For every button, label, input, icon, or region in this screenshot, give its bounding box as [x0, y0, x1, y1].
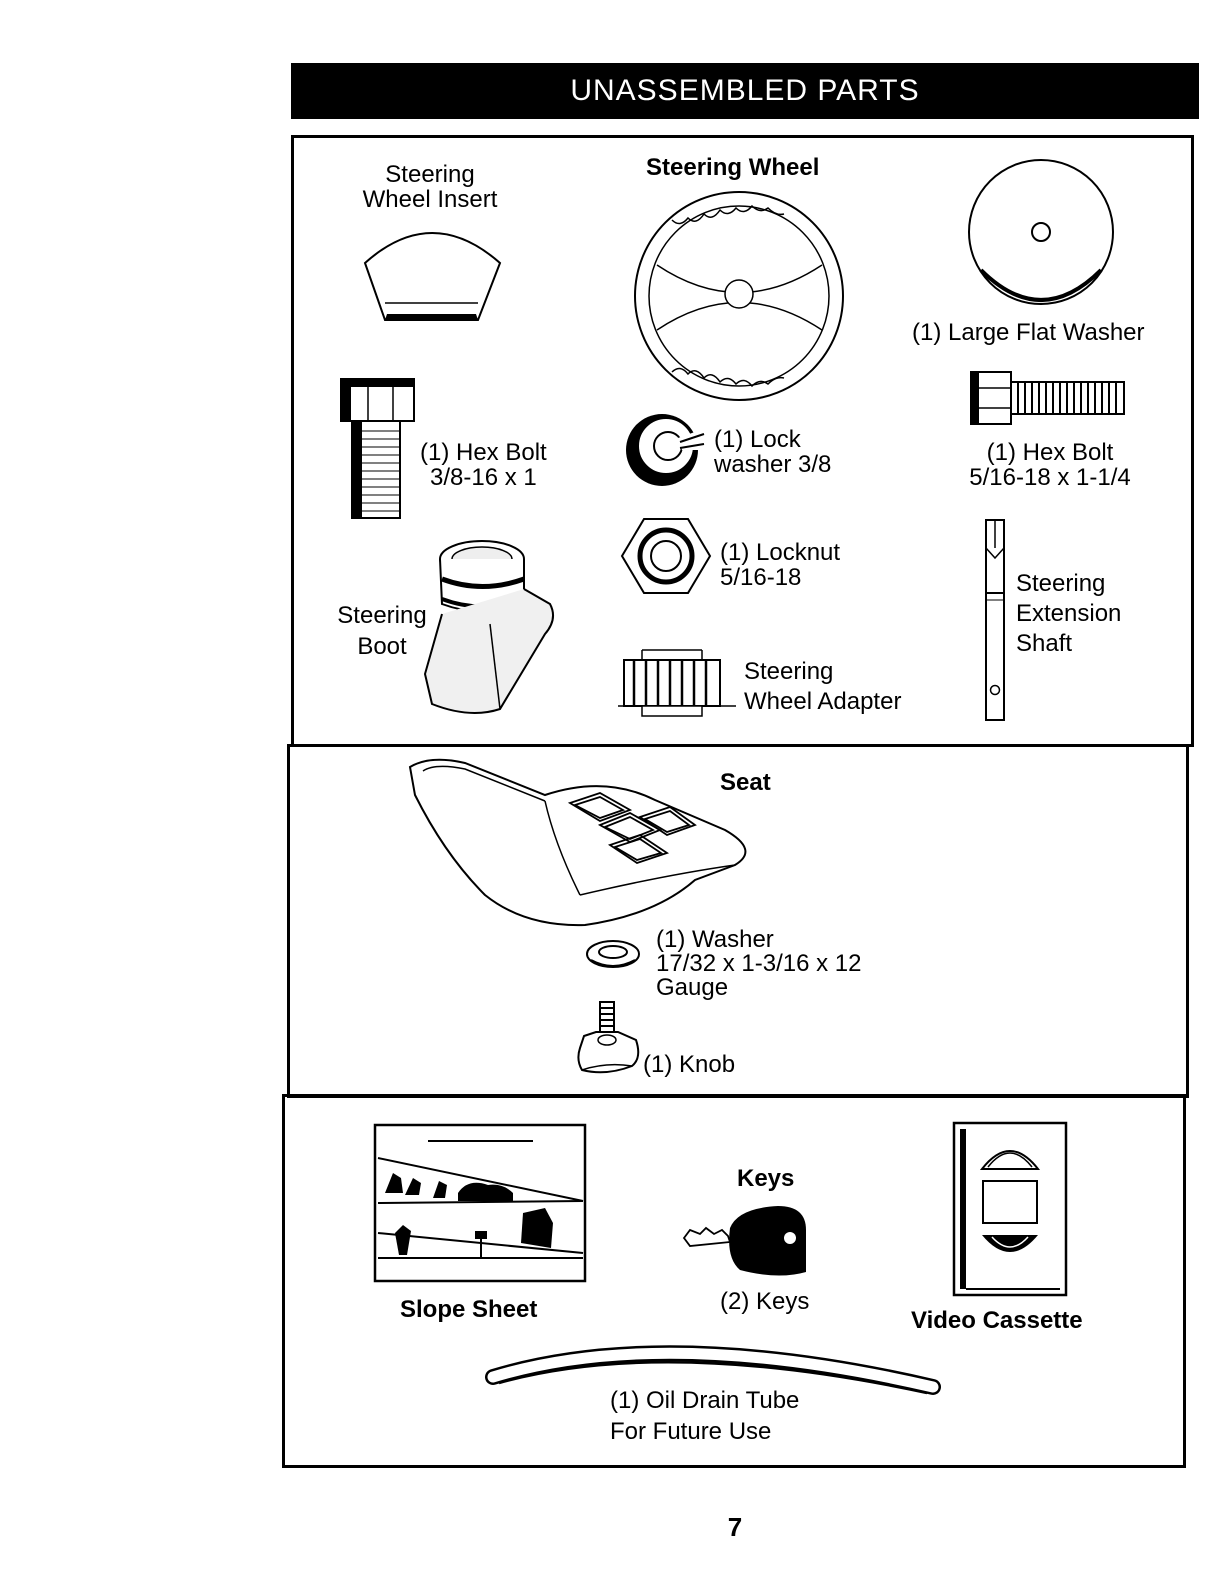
- label-seat: Seat: [720, 769, 771, 796]
- large-flat-washer-icon: [968, 159, 1114, 305]
- hex-bolt-icon: [970, 371, 1125, 425]
- steering-boot-icon: [423, 540, 555, 714]
- label-keys-count: (2) Keys: [720, 1288, 810, 1315]
- page-title: UNASSEMBLED PARTS: [291, 63, 1199, 119]
- steering-extension-shaft-icon: [985, 519, 1005, 721]
- steering-wheel-insert-icon: [363, 232, 502, 321]
- video-cassette-icon: [952, 1121, 1068, 1297]
- label-lock-washer: (1) Lock washer 3/8: [714, 426, 832, 478]
- label-steering-wheel: Steering Wheel: [646, 154, 820, 181]
- lock-washer-icon: [626, 414, 706, 486]
- section-misc-parts: [282, 1094, 1186, 1468]
- label-slope-sheet: Slope Sheet: [400, 1296, 538, 1323]
- label-oil-drain-tube: (1) Oil Drain Tube For Future Use: [610, 1387, 800, 1445]
- label-video-cassette: Video Cassette: [911, 1307, 1083, 1334]
- oil-drain-tube-icon: [485, 1345, 941, 1395]
- hex-bolt-icon: [340, 378, 415, 519]
- knob-icon: [577, 1001, 640, 1074]
- label-keys-title: Keys: [737, 1165, 795, 1192]
- label-steering-extension-shaft: Steering Extension Shaft: [1016, 570, 1122, 657]
- label-large-flat-washer: (1) Large Flat Washer: [912, 319, 1145, 346]
- washer-icon: [586, 940, 640, 968]
- label-steering-boot: Steering Boot: [337, 602, 427, 660]
- label-steering-wheel-adapter: Steering Wheel Adapter: [744, 658, 902, 715]
- steering-wheel-adapter-icon: [618, 649, 736, 717]
- steering-wheel-icon: [634, 191, 844, 401]
- slope-sheet-icon: [373, 1123, 587, 1283]
- label-hex-bolt-3-8: (1) Hex Bolt 3/8-16 x 1: [420, 439, 547, 491]
- seat-icon: [408, 758, 747, 927]
- label-washer: (1) Washer 17/32 x 1-3/16 x 12 Gauge: [656, 926, 862, 1001]
- label-steering-wheel-insert: Steering Wheel Insert: [362, 161, 498, 213]
- label-hex-bolt-5-16: (1) Hex Bolt 5/16-18 x 1-1/4: [969, 439, 1131, 491]
- label-locknut: (1) Locknut 5/16-18: [720, 539, 841, 591]
- key-icon: [682, 1206, 806, 1276]
- locknut-icon: [620, 518, 712, 594]
- label-knob: (1) Knob: [643, 1051, 736, 1078]
- page-number: 7: [727, 1512, 743, 1542]
